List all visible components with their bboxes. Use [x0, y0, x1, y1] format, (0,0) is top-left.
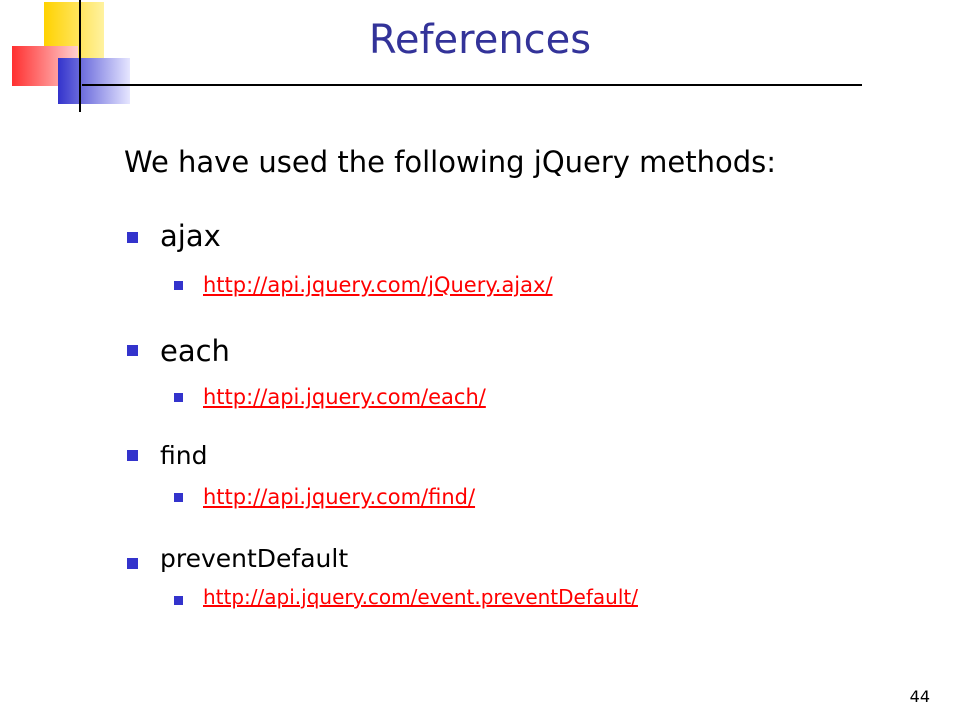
- slide-title: References: [368, 17, 592, 63]
- bullet-square-icon: [127, 232, 138, 243]
- method-name: each: [160, 334, 230, 368]
- method-name: find: [160, 441, 208, 470]
- bullet-square-icon: [174, 493, 183, 502]
- bullet-square-icon: [127, 450, 138, 461]
- slide-logo-decoration: [12, 0, 130, 112]
- bullet-square-icon: [127, 558, 138, 569]
- reference-link[interactable]: http://api.jquery.com/jQuery.ajax/: [203, 273, 553, 297]
- reference-link[interactable]: http://api.jquery.com/event.preventDefau…: [203, 585, 638, 609]
- method-name: preventDefault: [160, 544, 349, 573]
- bullet-square-icon: [174, 393, 183, 402]
- page-number: 44: [909, 687, 930, 706]
- bullet-square-icon: [127, 345, 138, 356]
- title-divider: [82, 84, 862, 86]
- intro-text: We have used the following jQuery method…: [124, 145, 777, 179]
- method-name: ajax: [160, 219, 221, 253]
- reference-link[interactable]: http://api.jquery.com/find/: [203, 485, 476, 509]
- bullet-square-icon: [174, 281, 183, 290]
- bullet-square-icon: [174, 596, 183, 605]
- reference-link[interactable]: http://api.jquery.com/each/: [203, 385, 486, 409]
